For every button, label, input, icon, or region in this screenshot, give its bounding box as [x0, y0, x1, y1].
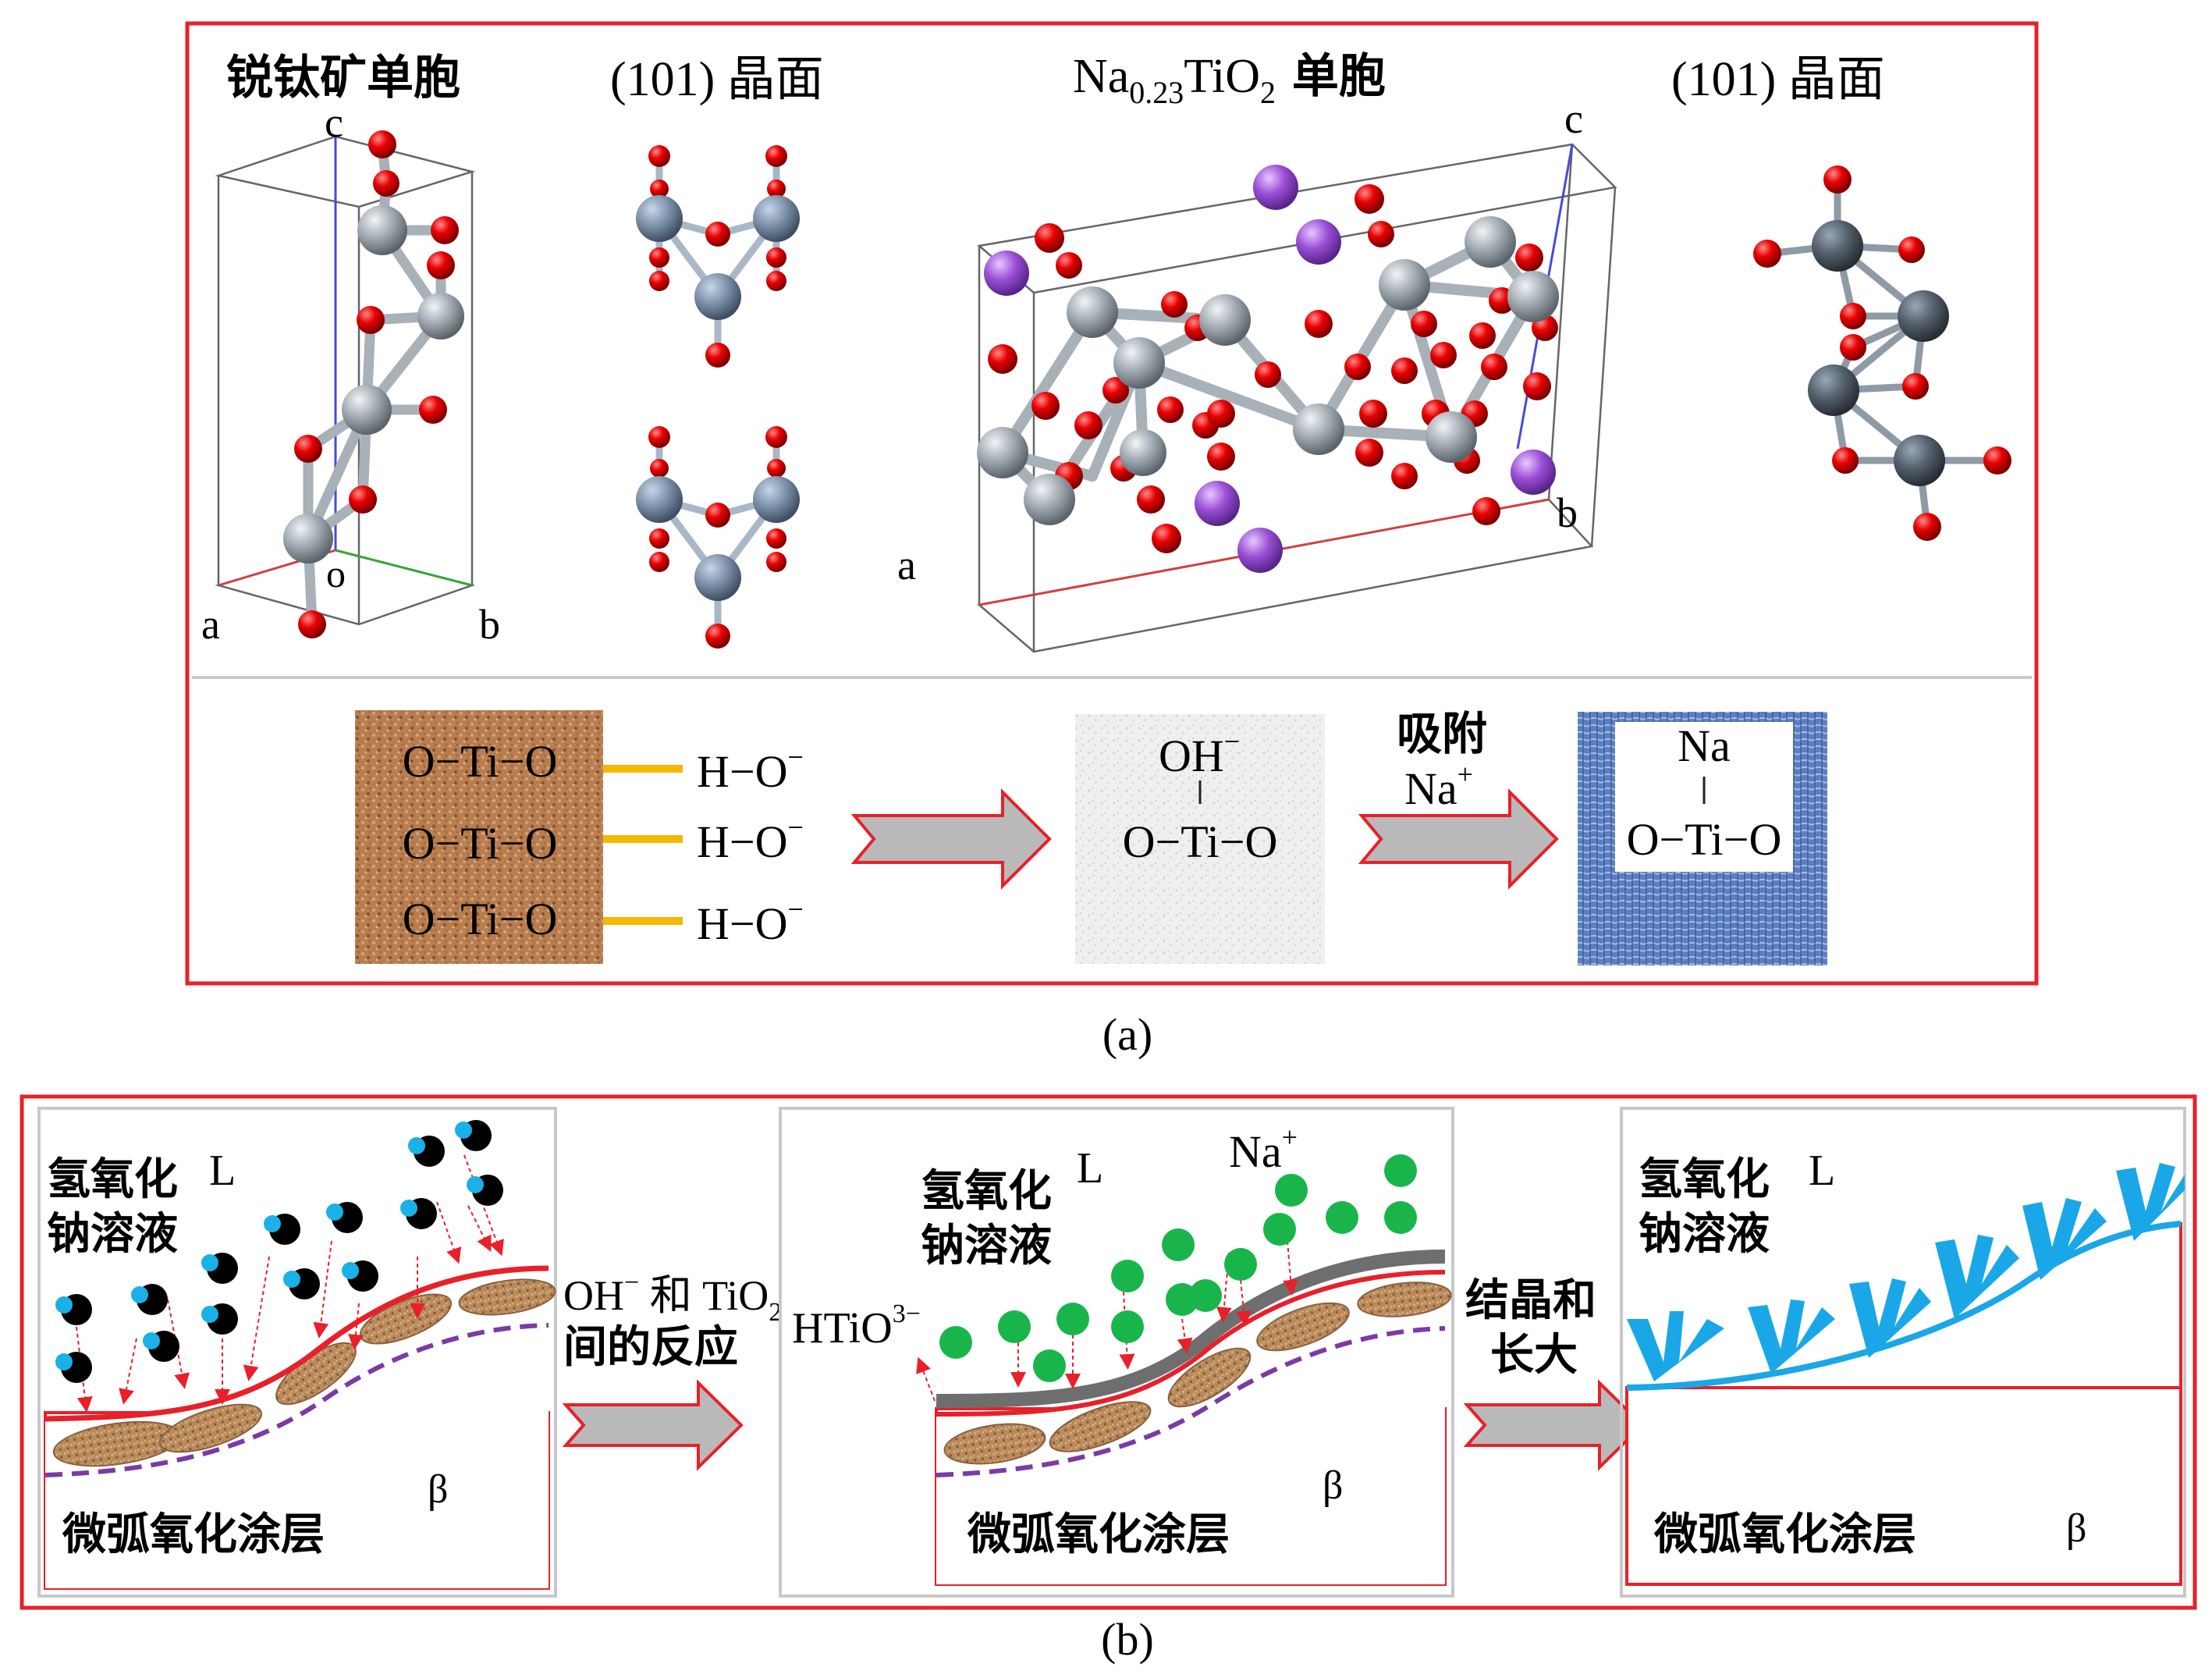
stage-2-liquid-label: L — [1077, 1144, 1103, 1193]
stage-3-liquid-label: L — [1809, 1147, 1835, 1195]
reaction-label-line2: 间的反应 — [563, 1322, 738, 1373]
plane-101-right-chain — [1753, 165, 2011, 541]
na-cell-title: Na0.23TiO2 单胞 — [1073, 49, 1386, 110]
stage-3-beta-label: β — [2066, 1506, 2086, 1551]
stage-2-box — [779, 1107, 1454, 1598]
surface-row-2: O−Ti−O — [403, 818, 558, 869]
stage-2-na-label: Na+ — [1229, 1122, 1298, 1177]
surface-row-1: O−Ti−O — [403, 736, 558, 787]
stage-3-box — [1620, 1107, 2186, 1598]
hydroxyl-label-3: H−O− — [697, 894, 804, 949]
cluster-upper — [636, 145, 800, 368]
stage-3-coating-outline — [1625, 1386, 2182, 1586]
caption-b: (b) — [1101, 1614, 1154, 1665]
surface-row-3: O−Ti−O — [403, 894, 558, 944]
reaction-label-line1: OH− 和 TiO2 — [563, 1268, 782, 1327]
plane-101-left-clusters — [636, 145, 800, 649]
panel-a-frame — [185, 21, 2039, 986]
na-tio2-titanium-atoms — [977, 216, 1559, 525]
middle-oh-label: OH− — [1159, 726, 1240, 781]
hydroxyl-label-2: H−O− — [697, 812, 804, 867]
caption-a: (a) — [1102, 1009, 1152, 1060]
htio-label: HTiO3− — [792, 1299, 921, 1353]
anatase-unit-cell: c o a b — [201, 99, 500, 648]
stage-2-sodium-ions — [939, 1154, 1417, 1389]
stage-2-titanate-layer — [936, 1250, 1446, 1408]
arrow-a-1 — [850, 788, 1052, 890]
axis-label-b-left: b — [479, 601, 500, 648]
stage-3-solution-line2: 钠溶液 — [1639, 1209, 1770, 1260]
adsorb-ion-label: Na+ — [1404, 759, 1473, 814]
plane-101-right-title: (101) 晶面 — [1671, 53, 1885, 106]
stage-1-beta-label: β — [428, 1467, 448, 1512]
final-na-label: Na — [1678, 720, 1731, 771]
stage-2-solution-line2: 钠溶液 — [921, 1221, 1052, 1271]
axis-label-c-right: c — [1564, 95, 1583, 142]
stage-3-solution-line1: 氢氧化 — [1639, 1154, 1770, 1205]
stage-1-phase-boundary — [44, 1323, 549, 1477]
stage-1-grains — [52, 1278, 556, 1467]
arrow-a-2 — [1358, 788, 1559, 890]
stage-1-surface-line — [44, 1265, 549, 1422]
hydroxyl-bonds — [603, 765, 683, 925]
growth-label-line2: 长大 — [1490, 1330, 1578, 1381]
axis-label-c-left: c — [325, 99, 343, 146]
stage-2-phase-boundary — [936, 1326, 1446, 1477]
stage-2-solution-line1: 氢氧化 — [921, 1166, 1052, 1217]
hydroxyl-label-1: H−O− — [697, 741, 804, 797]
hydroxylated-surface-block — [1075, 714, 1325, 964]
axis-label-o: o — [326, 552, 346, 595]
stage-1-solution-line2: 钠溶液 — [47, 1209, 178, 1260]
growth-label-line1: 结晶和 — [1465, 1275, 1596, 1326]
plane-101-left-title: (101) 晶面 — [610, 53, 824, 106]
anatase-cell-title: 锐钛矿单胞 — [226, 51, 460, 105]
arrow-b-2 — [1463, 1379, 1645, 1471]
axis-label-a-right: a — [897, 542, 916, 588]
adsorb-label: 吸附 — [1397, 707, 1487, 760]
panel-b-frame — [20, 1094, 2197, 1610]
final-otio-label: O−Ti−O — [1627, 814, 1782, 865]
axis-label-b-right: b — [1557, 489, 1578, 536]
cluster-lower — [636, 426, 800, 649]
arrow-b-1 — [562, 1379, 744, 1471]
stage-1-box — [37, 1107, 557, 1598]
stage-2-coating-label: 微弧氧化涂层 — [967, 1509, 1230, 1560]
stage-3-crystal-surface — [1626, 1221, 2182, 1391]
stage-3-crystals — [1627, 1163, 2185, 1381]
stage-1-hydroxide-ions — [55, 1120, 504, 1413]
stage-1-liquid-label: L — [209, 1147, 236, 1195]
na-tio2-sodium-atoms — [984, 165, 1556, 573]
stage-1-solution-line1: 氢氧化 — [47, 1154, 178, 1205]
middle-otio-label: O−Ti−O — [1123, 816, 1278, 867]
htio-release-arrow — [916, 1356, 936, 1402]
tio2-surface-block — [355, 710, 603, 964]
axis-label-a-left: a — [201, 601, 220, 648]
na-tio2-unit-cell: c a b — [897, 95, 1617, 653]
anatase-atoms — [283, 130, 464, 638]
stage-1-coating-label: 微弧氧化涂层 — [62, 1509, 325, 1560]
stage-2-beta-label: β — [1323, 1463, 1343, 1508]
stage-2-surface-line — [936, 1270, 1446, 1417]
stage-3-coating-label: 微弧氧化涂层 — [1653, 1509, 1916, 1560]
stage-2-grains — [943, 1282, 1452, 1465]
